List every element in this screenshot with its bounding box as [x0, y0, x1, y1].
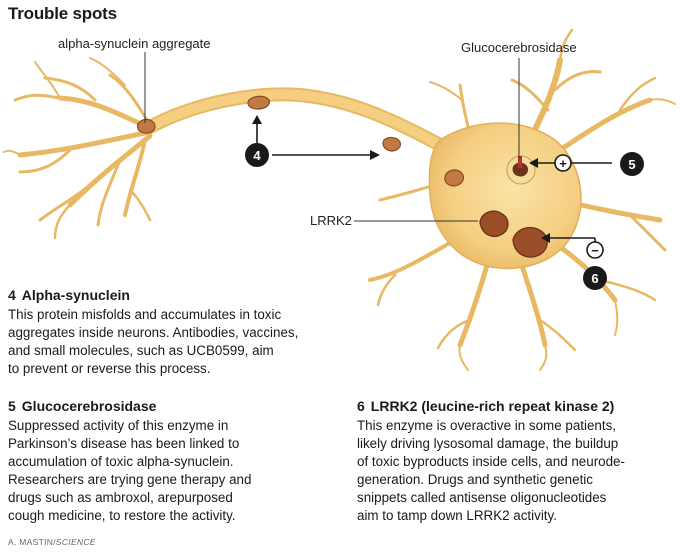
section-4-line: aggregates inside neurons. Antibodies, v… [8, 325, 299, 340]
section-6: 6 LRRK2 (leucine-rich repeat kinase 2) Th… [357, 397, 675, 525]
figure-title: Trouble spots [8, 4, 117, 23]
marker-4: 4 [245, 143, 269, 167]
section-6-number: 6 [357, 398, 365, 414]
marker-6: 6 [583, 266, 607, 290]
section-4: 4 Alpha-synuclein This protein misfolds a… [8, 286, 348, 378]
marker-plus-label: + [559, 156, 567, 171]
section-6-title: LRRK2 (leucine-rich repeat kinase 2) [370, 398, 615, 414]
cell-body [428, 122, 582, 270]
section-5-line: Suppressed activity of this enzyme in [8, 418, 229, 433]
section-4-line: and small molecules, such as UCB0599, ai… [8, 343, 274, 358]
image-credit: A. MASTIN/SCIENCE [8, 537, 96, 547]
section-4-title: Alpha-synuclein [21, 287, 130, 303]
marker-minus: − [586, 241, 604, 259]
section-6-line: aim to tamp down LRRK2 activity. [357, 508, 557, 523]
label-alpha-synuclein-aggregate: alpha-synuclein aggregate [58, 36, 211, 51]
alpha-synuclein-aggregates [136, 95, 465, 187]
section-4-number: 4 [8, 287, 16, 303]
section-5-line: Parkinson’s disease has been linked to [8, 436, 240, 451]
section-5-number: 5 [8, 398, 16, 414]
section-6-heading: 6 LRRK2 (leucine-rich repeat kinase 2) [357, 397, 675, 415]
marker-5-label: 5 [628, 157, 635, 172]
section-6-line: This enzyme is overactive in some patien… [357, 418, 616, 433]
label-lrrk2: LRRK2 [310, 213, 352, 228]
section-5-heading: 5 Glucocerebrosidase [8, 397, 308, 415]
section-6-line: likely driving lysosomal damage, the bui… [357, 436, 619, 451]
section-4-line: This protein misfolds and accumulates in… [8, 307, 282, 322]
section-4-line: to prevent or reverse this process. [8, 361, 211, 376]
section-5: 5 Glucocerebrosidase Suppressed activity … [8, 397, 308, 525]
credit-author: A. MASTIN/ [8, 537, 56, 547]
section-5-line: drugs such as ambroxol, arepurposed [8, 490, 233, 505]
marker-4-label: 4 [253, 148, 261, 163]
lysosome [506, 155, 536, 185]
section-6-line: snippets called antisense oligonucleotid… [357, 490, 607, 505]
marker-6-label: 6 [591, 271, 598, 286]
marker-plus: + [554, 154, 572, 172]
section-5-title: Glucocerebrosidase [21, 398, 157, 414]
section-5-line: cough medicine, to restore the activity. [8, 508, 236, 523]
marker-minus-label: − [591, 243, 599, 258]
marker-5: 5 [620, 152, 644, 176]
section-4-heading: 4 Alpha-synuclein [8, 286, 348, 304]
section-6-line: generation. Drugs and synthetic genetic [357, 472, 593, 487]
section-5-line: accumulation of toxic alpha-synuclein. [8, 454, 234, 469]
lrrk2-aggregates [479, 210, 548, 258]
section-6-line: of toxic byproducts inside cells, and ne… [357, 454, 625, 469]
label-glucocerebrosidase: Glucocerebrosidase [461, 40, 577, 55]
section-5-line: Researchers are trying gene therapy and [8, 472, 252, 487]
credit-publication: SCIENCE [55, 537, 96, 547]
